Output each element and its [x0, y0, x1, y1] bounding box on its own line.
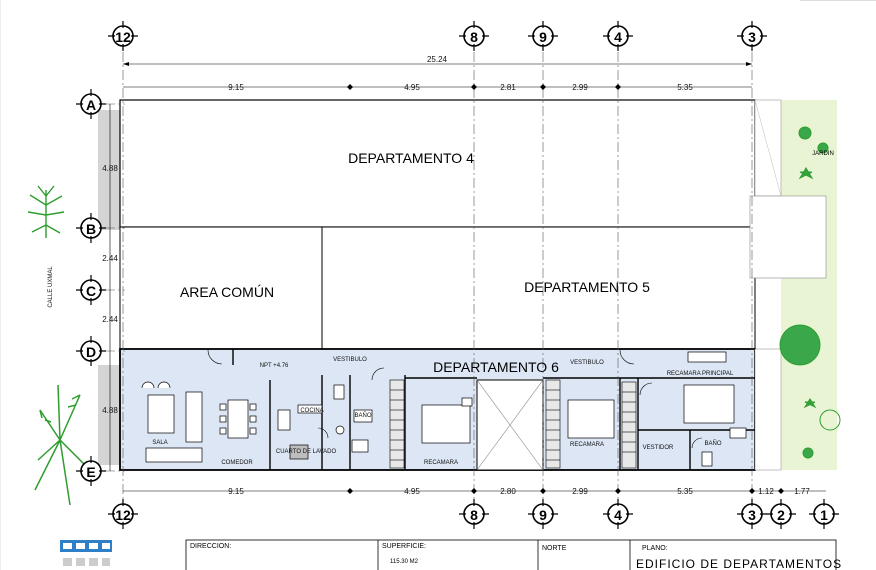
grid-col-12-bottom: 12 — [115, 507, 131, 523]
furniture — [141, 351, 747, 467]
grid-col-9-top: 9 — [539, 29, 547, 45]
label-bano-1: BAÑO — [354, 412, 371, 419]
garden-terrace — [749, 195, 827, 279]
stair-left — [389, 379, 405, 469]
dim-bottom-3: 2.80 — [500, 487, 516, 496]
left-wall-strip-bottom — [98, 365, 120, 465]
label-cocina: COCINA — [300, 408, 323, 414]
grid-row-a: A — [86, 97, 96, 113]
dim-top-5: 5.35 — [677, 83, 693, 92]
shrub-icon — [779, 126, 841, 459]
grid-col-8-bottom: 8 — [470, 507, 478, 523]
dim-top-4: 2.99 — [572, 83, 588, 92]
grid-col-4-top: 4 — [614, 29, 622, 45]
dim-top-3: 2.81 — [500, 83, 516, 92]
grid-lines — [105, 52, 753, 500]
label-cuarto-lavado: CUARTO DE LAVADO — [276, 449, 337, 455]
title-norte-label: NORTE — [542, 545, 567, 552]
dim-left-1: 4.88 — [102, 164, 118, 173]
grid-col-1-bottom: 1 — [820, 507, 828, 523]
garden-area — [781, 100, 837, 470]
grid-col-3-top: 3 — [748, 29, 756, 45]
label-recamara-1: RECAMARA — [424, 460, 458, 466]
tree-icon — [27, 185, 65, 238]
label-jardin: JARDIN — [812, 151, 834, 157]
label-dept4: DEPARTAMENTO 4 — [348, 150, 474, 166]
door-swings — [207, 349, 703, 449]
grid-col-2-bottom: 2 — [777, 507, 785, 523]
street-label: CALLE UXMAL — [48, 266, 54, 308]
label-vestibulo-1: VESTIBULO — [333, 357, 367, 363]
dim-top-1: 9.15 — [228, 83, 244, 92]
dim-top-2: 4.95 — [404, 83, 420, 92]
label-vestibulo-2: VESTIBULO — [570, 360, 604, 366]
stair-right — [545, 379, 561, 469]
dim-bottom-2: 4.95 — [404, 487, 420, 496]
title-superficie-value: 115.30 M2 — [390, 559, 419, 565]
label-recamara-2: RECAMARA — [570, 442, 604, 448]
palm-icon — [34, 384, 91, 506]
title-block-frame — [185, 539, 837, 570]
label-recamara-principal: RECAMARA PRINCIPAL — [667, 371, 734, 377]
label-vestidor: VESTIDOR — [643, 445, 674, 451]
grid-row-d: D — [86, 344, 96, 360]
dim-bottom-7: 1.77 — [794, 487, 810, 496]
dim-bottom-4: 2.99 — [572, 487, 588, 496]
grid-row-c: C — [86, 283, 96, 299]
stair-center — [621, 381, 637, 469]
title-plano-value: EDIFICIO DE DEPARTAMENTOS — [636, 557, 842, 570]
label-bano-2: BAÑO — [704, 440, 721, 447]
dim-bottom-5: 5.35 — [677, 487, 693, 496]
dim-bottom-6: 1.12 — [758, 487, 774, 496]
dim-bottom-1: 9.15 — [228, 487, 244, 496]
grid-row-e: E — [86, 464, 95, 480]
dept5-area — [321, 226, 756, 350]
label-comedor: COMEDOR — [221, 460, 253, 466]
title-superficie-label: SUPERFICIE: — [382, 543, 426, 550]
grid-row-b: B — [86, 221, 96, 237]
label-sala: SALA — [152, 440, 167, 446]
left-wall-strip-top — [98, 110, 120, 230]
dim-left-4: 4.88 — [102, 406, 118, 415]
dept6-walls — [232, 349, 755, 470]
label-npt: NPT +4.76 — [260, 363, 289, 369]
dim-overall: 25.24 — [427, 55, 448, 64]
grid-col-12-top: 12 — [115, 29, 131, 45]
title-plano-label: PLANO: — [642, 545, 668, 552]
label-dept5: DEPARTAMENTO 5 — [524, 279, 650, 295]
dim-left-2: 2.44 — [102, 254, 118, 263]
title-direccion-label: DIRECCION: — [190, 543, 231, 550]
dim-left-3: 2.44 — [102, 315, 118, 324]
grid-col-9-bottom: 9 — [539, 507, 547, 523]
grid-col-3-bottom: 3 — [748, 507, 756, 523]
grid-col-8-top: 8 — [470, 29, 478, 45]
label-dept6: DEPARTAMENTO 6 — [433, 359, 559, 375]
logo — [60, 540, 112, 566]
label-common: AREA COMÚN — [180, 284, 274, 300]
grid-col-4-bottom: 4 — [614, 507, 622, 523]
dimension-ticks — [123, 62, 784, 494]
